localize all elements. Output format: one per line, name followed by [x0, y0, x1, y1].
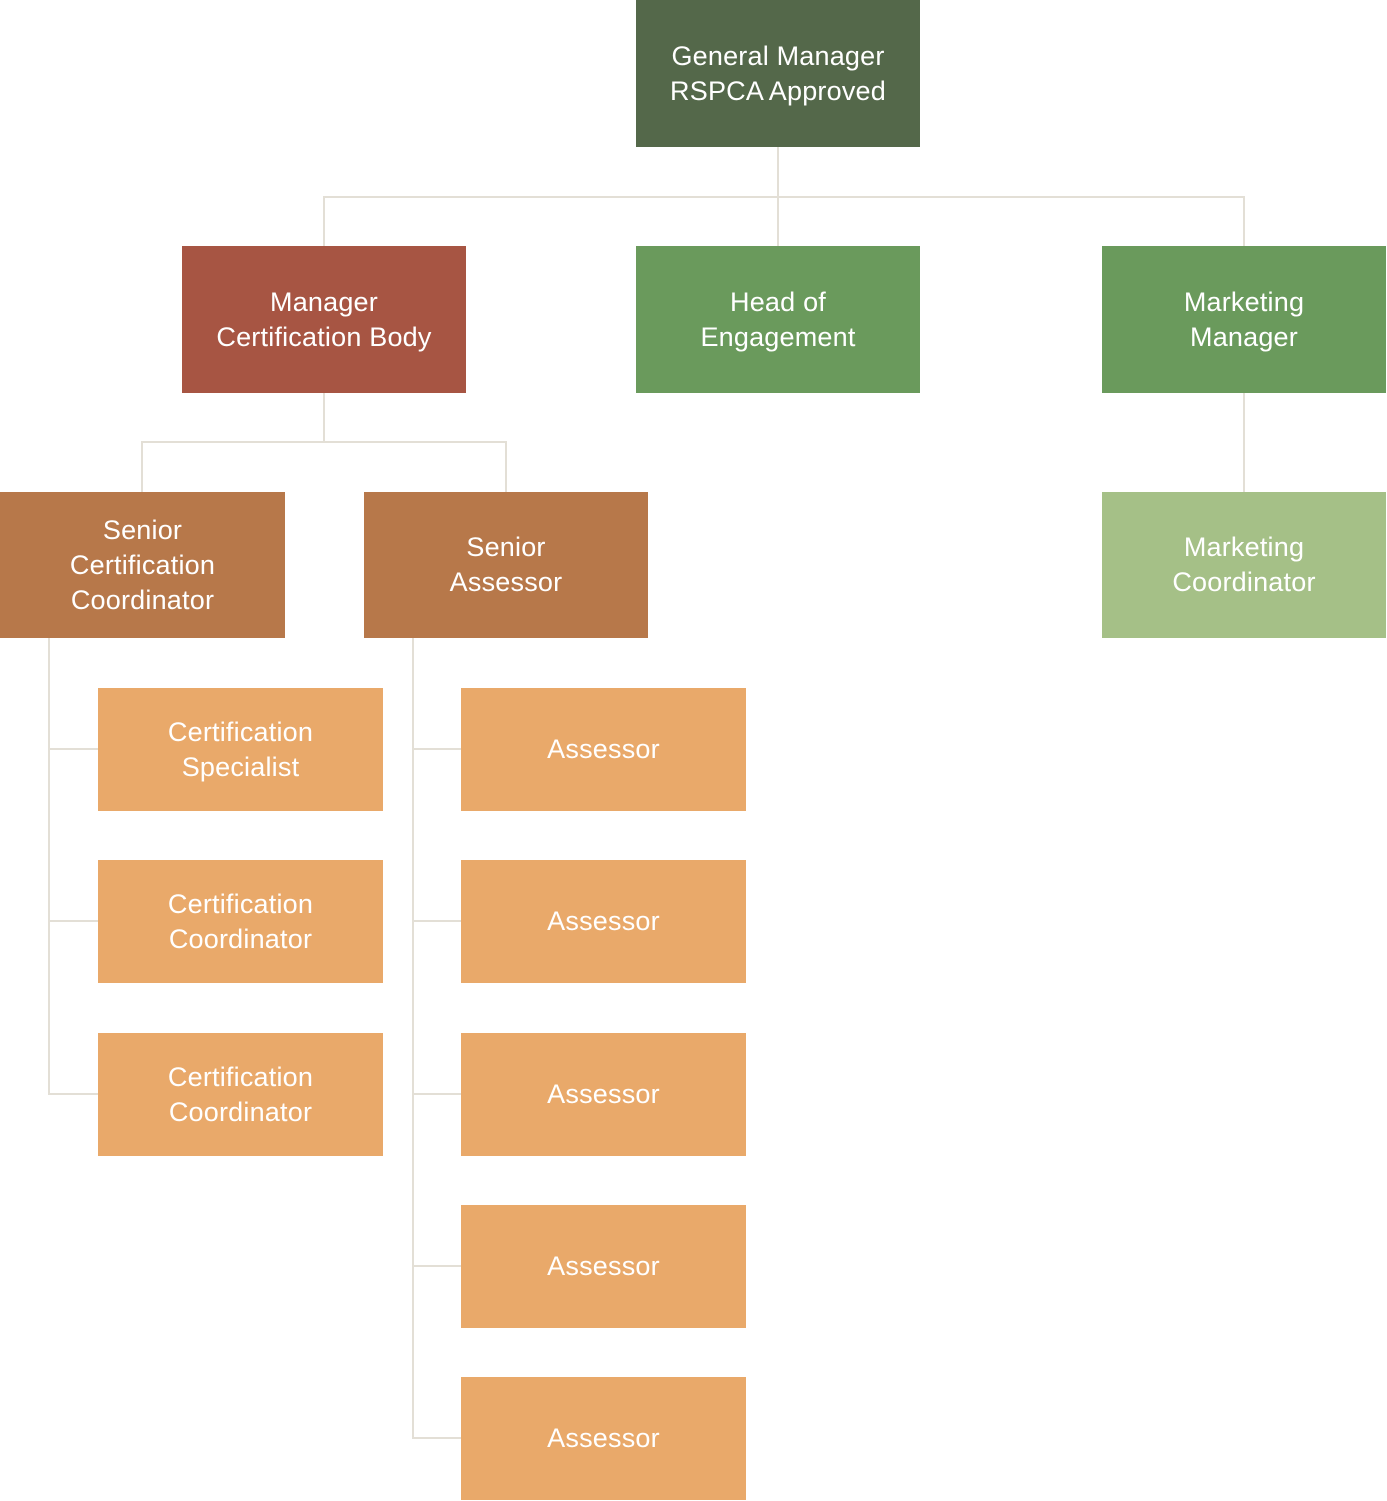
general-manager-box: General Manager RSPCA Approved [636, 0, 920, 147]
certification-coordinator-box: Certification Coordinator [98, 1033, 383, 1156]
senior-certification-coordinator-label: Senior Certification Coordinator [69, 514, 216, 615]
general-manager-label: General Manager RSPCA Approved [670, 40, 886, 106]
marketing-coordinator-label: Marketing Coordinator [1172, 532, 1316, 597]
assessor-box: Assessor [461, 860, 746, 983]
marketing-coordinator-box: Marketing Coordinator [1102, 492, 1386, 638]
head-of-engagement-label: Head of Engagement [700, 286, 856, 352]
senior-assessor-box: Senior Assessor [364, 492, 648, 638]
head-of-engagement-box: Head of Engagement [636, 246, 920, 393]
assessor-label: Assessor [547, 906, 660, 936]
certification-coordinator-box: Certification Coordinator [98, 860, 383, 983]
assessor-label: Assessor [547, 1251, 660, 1281]
assessor-label: Assessor [547, 1079, 660, 1109]
certification-specialist-box: Certification Specialist [98, 688, 383, 811]
senior-assessor-label: Senior Assessor [449, 532, 563, 597]
certification-coordinator-label: Certification Coordinator [167, 1061, 314, 1127]
manager-certification-body-label: Manager Certification Body [216, 286, 432, 352]
manager-certification-body-box: Manager Certification Body [182, 246, 466, 393]
assessor-label: Assessor [547, 734, 660, 764]
assessor-label: Assessor [547, 1423, 660, 1453]
certification-coordinator-label: Certification Coordinator [167, 888, 314, 954]
assessor-box: Assessor [461, 688, 746, 811]
certification-specialist-label: Certification Specialist [167, 716, 314, 782]
marketing-manager-box: Marketing Manager [1102, 246, 1386, 393]
assessor-box: Assessor [461, 1205, 746, 1328]
assessor-box: Assessor [461, 1033, 746, 1156]
marketing-manager-label: Marketing Manager [1183, 286, 1305, 352]
assessor-box: Assessor [461, 1377, 746, 1500]
senior-certification-coordinator-box: Senior Certification Coordinator [0, 492, 285, 638]
